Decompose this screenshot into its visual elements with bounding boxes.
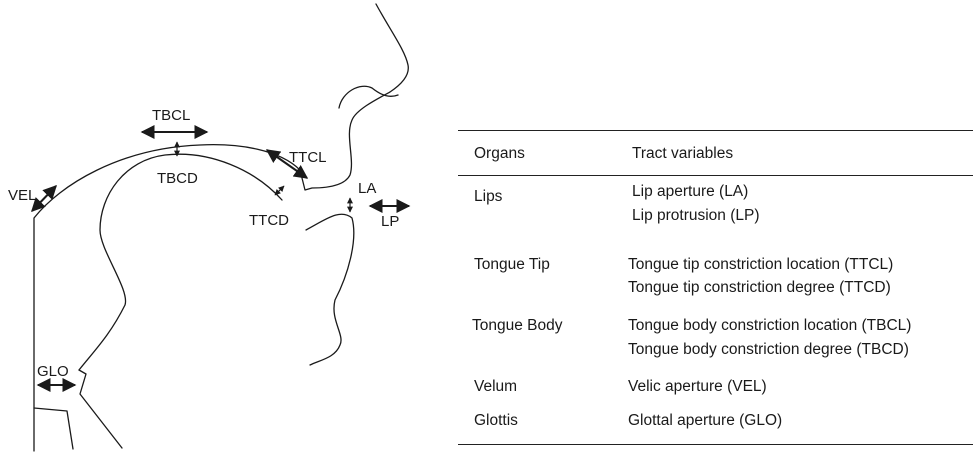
jaw-outline (306, 214, 354, 365)
variable-cell: Tongue body constriction location (TBCL) (628, 317, 911, 335)
glo-label: GLO (37, 363, 69, 380)
variable-cell: Tongue body constriction degree (TBCD) (628, 341, 909, 359)
organ-cell: Velum (474, 378, 517, 396)
vocal-tract-diagram: TBCL TBCD VEL TTCL TTCD LA LP GLO (0, 0, 460, 456)
table-top-rule (458, 130, 973, 131)
pharynx-outline (34, 408, 73, 449)
palate-outline (34, 4, 408, 451)
ttcl-label: TTCL (289, 149, 327, 166)
organ-cell: Tongue Body (472, 317, 563, 335)
lp-label: LP (381, 213, 399, 230)
ttcd-arrow (275, 186, 284, 195)
vel-label: VEL (8, 187, 36, 204)
organ-cell: Glottis (474, 412, 518, 430)
table-bottom-rule (458, 444, 973, 445)
variable-cell: Tongue tip constriction degree (TTCD) (628, 279, 891, 297)
variable-cell: Glottal aperture (GLO) (628, 412, 782, 430)
organ-cell: Tongue Tip (474, 256, 550, 274)
variable-cell: Lip protrusion (LP) (632, 207, 760, 225)
ttcd-label: TTCD (249, 212, 289, 229)
variable-cell: Velic aperture (VEL) (628, 378, 767, 396)
la-label: LA (358, 180, 376, 197)
variable-cell: Tongue tip constriction location (TTCL) (628, 256, 893, 274)
organs-header: Organs (474, 145, 525, 163)
tract-variables-header: Tract variables (632, 145, 733, 163)
tbcl-label: TBCL (152, 107, 190, 124)
organ-cell: Lips (474, 188, 502, 206)
variable-cell: Lip aperture (LA) (632, 183, 748, 201)
tbcd-label: TBCD (157, 170, 198, 187)
larynx-outline (79, 370, 122, 448)
table-header-rule (458, 175, 973, 176)
